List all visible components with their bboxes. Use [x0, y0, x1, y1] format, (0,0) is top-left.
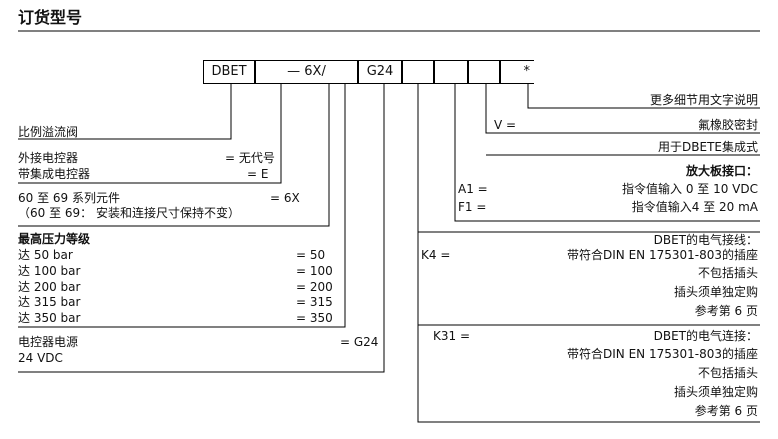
k31-order-plug: 插头须单独定购: [673, 385, 758, 399]
more-details-label: 更多细节用文字说明: [649, 93, 758, 107]
pressure-label: 达 315 bar: [18, 295, 81, 309]
external-controller-code: = 无代号: [225, 151, 275, 165]
series-code: = 6X: [270, 191, 300, 205]
k4-code: K4 =: [421, 248, 451, 262]
seal-code: V =: [494, 118, 517, 132]
power-label: 电控器电源: [18, 335, 79, 349]
a1-code: A1 =: [458, 182, 488, 196]
code-box-blank-3: [468, 60, 500, 84]
k31-code: K31 =: [433, 329, 471, 343]
integrated-controller-label: 带集成电控器: [18, 167, 91, 181]
series-note: （60 至 69： 安装和连接尺寸保持不变）: [18, 206, 240, 220]
pressure-code: = 200: [296, 280, 333, 294]
power-voltage: 24 VDC: [18, 351, 63, 365]
code-box-power: G24: [358, 60, 402, 84]
k4-see-page: 参考第 6 页: [694, 304, 758, 318]
k4-socket: 带符合DIN EN 175301-803的插座: [567, 248, 758, 262]
k31-no-plug: 不包括插头: [697, 366, 758, 380]
f1-code: F1 =: [458, 200, 487, 214]
amplifier-interface-title: 放大板接口：: [685, 164, 758, 178]
external-controller-label: 外接电控器: [18, 151, 79, 165]
k4-no-plug: 不包括插头: [697, 266, 758, 280]
pressure-code: = 50: [296, 248, 326, 262]
code-box-series-name: DBET: [203, 60, 255, 84]
code-box-asterisk: *: [500, 60, 534, 84]
a1-label: 指令值输入 0 至 10 VDC: [622, 182, 758, 196]
pressure-label: 达 100 bar: [18, 264, 81, 278]
pressure-title: 最高压力等级: [18, 232, 91, 246]
pressure-code: = 350: [296, 311, 333, 325]
series-label: 60 至 69 系列元件: [18, 191, 120, 205]
code-box-blank-2: [434, 60, 468, 84]
pressure-code: = 315: [296, 295, 333, 309]
dbete-label: 用于DBETE集成式: [658, 140, 758, 154]
page-title: 订货型号: [18, 8, 83, 27]
code-box-series: — 6X/: [255, 60, 358, 84]
power-code: = G24: [340, 335, 379, 349]
k31-title: DBET的电气连接：: [653, 329, 758, 343]
pressure-label: 达 350 bar: [18, 311, 81, 325]
k31-socket: 带符合DIN EN 175301-803的插座: [567, 347, 758, 361]
code-box-blank-1: [402, 60, 434, 84]
f1-label: 指令值输入4 至 20 mA: [631, 200, 758, 214]
k4-title: DBET的电气接线：: [653, 233, 758, 247]
seal-label: 氟橡胶密封: [697, 118, 758, 132]
pressure-label: 达 200 bar: [18, 280, 81, 294]
pressure-label: 达 50 bar: [18, 248, 73, 262]
integrated-controller-code: = E: [247, 167, 269, 181]
pressure-code: = 100: [296, 264, 333, 278]
valve-type-label: 比例溢流阀: [18, 125, 79, 139]
k31-see-page: 参考第 6 页: [694, 404, 758, 418]
k4-order-plug: 插头须单独定购: [673, 285, 758, 299]
